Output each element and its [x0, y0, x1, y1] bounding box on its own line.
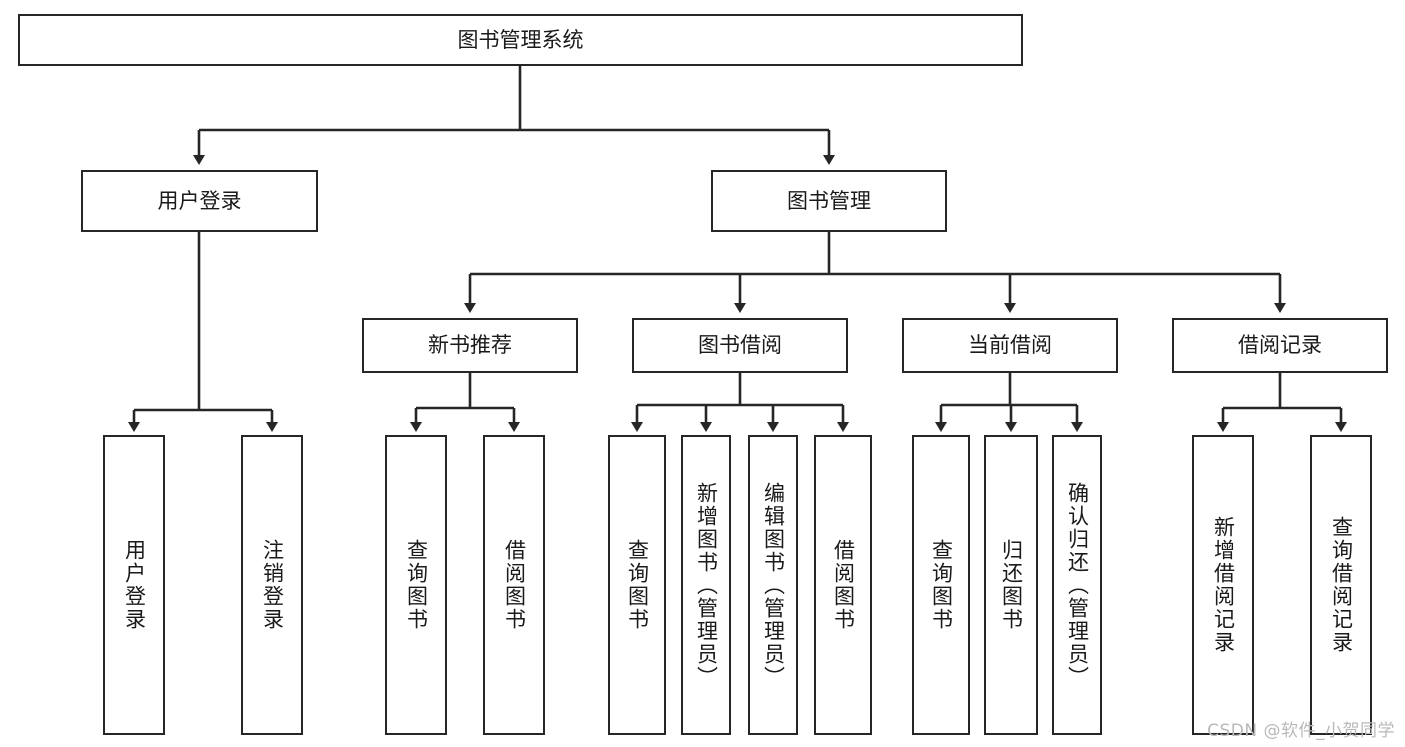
node-leaf-borrow-book-1[interactable]: 借阅图书	[483, 435, 545, 735]
node-leaf-add-book-label: 新增图书（管理员）	[694, 481, 719, 689]
csdn-watermark: CSDN @软件_小贺同学	[1207, 721, 1395, 741]
node-leaf-query-book-3[interactable]: 查询图书	[912, 435, 970, 735]
node-leaf-edit-book-label: 编辑图书（管理员）	[761, 481, 786, 689]
node-leaf-borrow-book-2[interactable]: 借阅图书	[814, 435, 872, 735]
node-book-borrow-label: 图书借阅	[698, 333, 782, 358]
node-new-book-recommend[interactable]: 新书推荐	[362, 318, 578, 373]
node-book-manage[interactable]: 图书管理	[711, 170, 947, 232]
node-leaf-query-book-1-label: 查询图书	[404, 539, 429, 631]
node-borrow-record-label: 借阅记录	[1238, 333, 1322, 358]
node-book-manage-label: 图书管理	[787, 188, 871, 213]
node-leaf-return-book-label: 归还图书	[999, 539, 1024, 631]
node-book-borrow[interactable]: 图书借阅	[632, 318, 848, 373]
node-leaf-user-logout-label: 注销登录	[260, 539, 285, 631]
node-root-label: 图书管理系统	[457, 27, 584, 52]
node-leaf-user-login[interactable]: 用户登录	[103, 435, 165, 735]
node-leaf-query-book-1[interactable]: 查询图书	[385, 435, 447, 735]
node-leaf-query-record-label: 查询借阅记录	[1329, 516, 1354, 654]
node-leaf-user-logout[interactable]: 注销登录	[241, 435, 303, 735]
node-leaf-borrow-book-2-label: 借阅图书	[831, 539, 856, 631]
node-leaf-confirm-return-label: 确认归还（管理员）	[1065, 481, 1090, 689]
node-leaf-query-record[interactable]: 查询借阅记录	[1310, 435, 1372, 735]
node-current-borrow[interactable]: 当前借阅	[902, 318, 1118, 373]
node-borrow-record[interactable]: 借阅记录	[1172, 318, 1388, 373]
node-leaf-add-book[interactable]: 新增图书（管理员）	[681, 435, 731, 735]
node-leaf-add-record[interactable]: 新增借阅记录	[1192, 435, 1254, 735]
node-root[interactable]: 图书管理系统	[18, 14, 1023, 66]
node-leaf-edit-book[interactable]: 编辑图书（管理员）	[748, 435, 798, 735]
node-leaf-return-book[interactable]: 归还图书	[984, 435, 1038, 735]
node-leaf-borrow-book-1-label: 借阅图书	[502, 539, 527, 631]
node-leaf-query-book-3-label: 查询图书	[929, 539, 954, 631]
node-user-login[interactable]: 用户登录	[81, 170, 318, 232]
node-leaf-confirm-return[interactable]: 确认归还（管理员）	[1052, 435, 1102, 735]
node-leaf-query-book-2[interactable]: 查询图书	[608, 435, 666, 735]
node-leaf-user-login-label: 用户登录	[122, 539, 147, 631]
node-current-borrow-label: 当前借阅	[968, 333, 1052, 358]
node-new-book-recommend-label: 新书推荐	[428, 333, 512, 358]
node-leaf-add-record-label: 新增借阅记录	[1211, 516, 1236, 654]
node-user-login-label: 用户登录	[157, 188, 242, 213]
node-leaf-query-book-2-label: 查询图书	[625, 539, 650, 631]
